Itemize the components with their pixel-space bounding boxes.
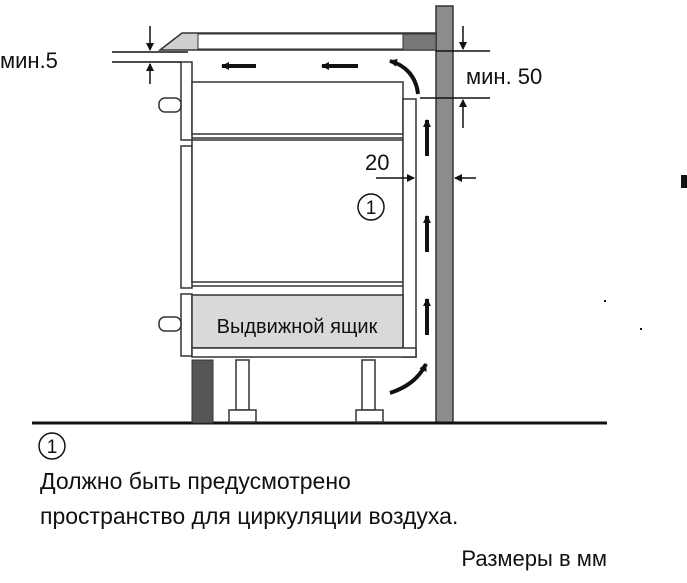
drawer-label: Выдвижной ящик (217, 316, 378, 338)
hob (157, 32, 437, 51)
wall (435, 5, 454, 424)
edge-marks (604, 175, 687, 330)
min50-label: мин. 50 (466, 64, 542, 89)
cabinet-leg (355, 359, 384, 423)
airflow-arrows (221, 58, 431, 395)
note-line-2: пространство для циркуляции воздуха. (40, 503, 459, 529)
cabinet-body (191, 81, 417, 358)
drawer-box (191, 294, 404, 349)
callout-number: 1 (366, 198, 377, 219)
dimension-min5 (112, 26, 188, 84)
cabinet-leg (228, 359, 257, 423)
note-circle (38, 432, 66, 460)
note-line-1: Должно быть предусмотрено (40, 468, 351, 494)
plinth-board (191, 347, 417, 358)
callout-circle (357, 193, 385, 221)
cabinet-front (158, 61, 193, 357)
dimension-min50 (420, 26, 490, 128)
plinth-leg-dark (191, 359, 214, 424)
gap-20-label: 20 (365, 150, 389, 175)
units-note: Размеры в мм (461, 546, 607, 571)
min5-label: мин.5 (0, 48, 58, 73)
note-number: 1 (47, 437, 58, 458)
